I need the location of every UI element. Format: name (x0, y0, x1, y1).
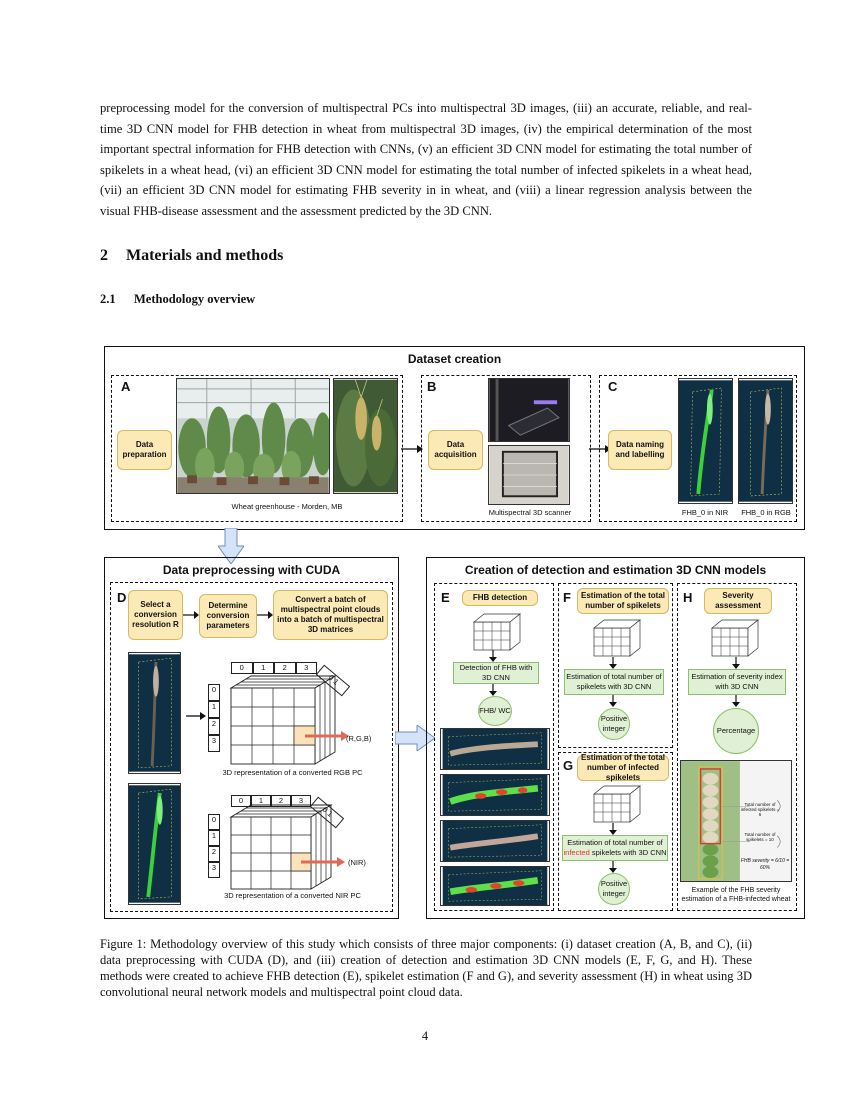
greenhouse-photo (176, 378, 330, 494)
arrow-h2 (732, 695, 740, 707)
detection-process-box: Detection of FHB with 3D CNN (453, 662, 539, 684)
arrow-rgb-cube (186, 712, 206, 720)
panel-b (421, 375, 591, 522)
spikelets-output-circle: Positive integer (598, 708, 630, 740)
rgb-cube-caption: 3D representation of a converted RGB PC (222, 768, 363, 777)
panel-d-letter: D (117, 590, 127, 605)
panel-g-letter: G (563, 758, 574, 773)
arrow-e1 (489, 650, 497, 662)
wheat-scan-2 (440, 774, 550, 816)
panel-c (599, 375, 797, 522)
arrow-d2 (257, 611, 273, 619)
severity-example-caption: Example of the FHB severity estimation o… (681, 887, 791, 903)
arrow-f2 (609, 695, 617, 707)
rgb-caption: FHB_0 in RGB (741, 508, 791, 517)
wheat-closeup-photo (333, 378, 398, 494)
infected-output-circle: Positive integer (598, 873, 630, 905)
infected-spikelets-header: Estimation of the total number of infect… (577, 753, 669, 782)
scanner-caption: Multispectral 3D scanner (488, 508, 572, 517)
infected-count-note: Total number of infected spikelets = 6 (740, 802, 780, 817)
dataset-creation-title: Dataset creation (407, 352, 502, 366)
flow-arrow-down (218, 528, 244, 564)
input-cube-e (473, 613, 521, 651)
fhb-detection-header: FHB detection (462, 590, 538, 606)
detection-output-circle: FHB/ WC (478, 696, 512, 726)
dataset-creation-frame (104, 346, 805, 530)
nir-axis-z: 0 1 (309, 796, 345, 829)
input-cube-g (593, 785, 641, 823)
arrow-b-c (589, 445, 611, 453)
greenhouse-caption: Wheat greenhouse - Morden, MB (231, 502, 343, 511)
arrow-f1 (609, 657, 617, 669)
panel-h-letter: H (683, 590, 693, 605)
total-count-note: Total number of spikelets = 10 (744, 832, 776, 842)
arrow-h1 (732, 657, 740, 669)
panel-a (111, 375, 403, 522)
nir-pc-image (128, 783, 181, 905)
panel-e-letter: E (441, 590, 450, 605)
select-resolution-box: Select a conversion resolution R (128, 590, 183, 640)
rgb-cube-diagram (229, 675, 349, 765)
models-frame (426, 557, 805, 919)
rgb-scan-image (738, 378, 793, 504)
data-preparation-box: Data preparation (117, 430, 172, 470)
severity-formula: FHB severity = 6/10 = 60% (740, 858, 790, 871)
data-naming-box: Data naming and labelling (608, 430, 672, 470)
wheat-scan-4 (440, 866, 550, 906)
panel-h (677, 583, 797, 911)
arrow-d1 (183, 611, 199, 619)
nir-caption: FHB_0 in NIR (681, 508, 729, 517)
nir-output-label: (NIR) (348, 858, 366, 867)
scanner-photo-bottom (488, 445, 570, 505)
panel-a-letter: A (121, 379, 131, 394)
models-title: Creation of detection and estimation 3D … (464, 563, 767, 577)
severity-process-box: Estimation of severity index with 3D CNN (688, 669, 786, 695)
panel-c-letter: C (608, 379, 618, 394)
input-cube-h (711, 619, 759, 657)
nir-cube-caption: 3D representation of a converted NIR PC (224, 891, 361, 900)
wheat-scan-1 (440, 728, 550, 770)
rgb-axis-z: 0 1 (315, 664, 351, 697)
panel-f-letter: F (563, 590, 571, 605)
arrow-g2 (609, 861, 617, 873)
flow-arrow-right (395, 725, 435, 751)
spikelets-header: Estimation of the total number of spikel… (577, 588, 669, 614)
severity-header: Severity assessment (704, 588, 772, 614)
panel-f (558, 583, 673, 748)
preprocessing-frame (104, 557, 399, 919)
figure-caption: Figure 1: Methodology overview of this s… (100, 937, 752, 999)
panel-d (110, 582, 393, 912)
page-number: 4 (421, 1029, 429, 1043)
body-paragraph: preprocessing model for the conversion o… (100, 101, 752, 218)
convert-batch-box: Convert a batch of multispectral point c… (273, 590, 388, 640)
wheat-scan-3 (440, 820, 550, 862)
input-cube-f (593, 619, 641, 657)
arrow-g1 (609, 823, 617, 835)
spikelets-process-box: Estimation of total number of spikelets … (564, 669, 664, 695)
arrow-a-b (401, 445, 423, 453)
nir-cube-diagram (229, 804, 345, 890)
severity-example-photo (680, 760, 792, 882)
panel-b-letter: B (427, 379, 437, 394)
determine-parameters-box: Determine conversion parameters (199, 594, 257, 638)
scanner-photo-top (488, 378, 570, 442)
severity-output-circle: Percentage (713, 708, 759, 754)
nir-scan-image (678, 378, 733, 504)
rgb-output-label: (R,G,B) (346, 734, 372, 743)
arrow-e2 (489, 684, 497, 696)
panel-g (558, 752, 673, 911)
preprocessing-title: Data preprocessing with CUDA (162, 563, 341, 577)
panel-e (434, 583, 554, 911)
data-acquisition-box: Data acquisition (428, 430, 483, 470)
rgb-pc-image (128, 652, 181, 774)
